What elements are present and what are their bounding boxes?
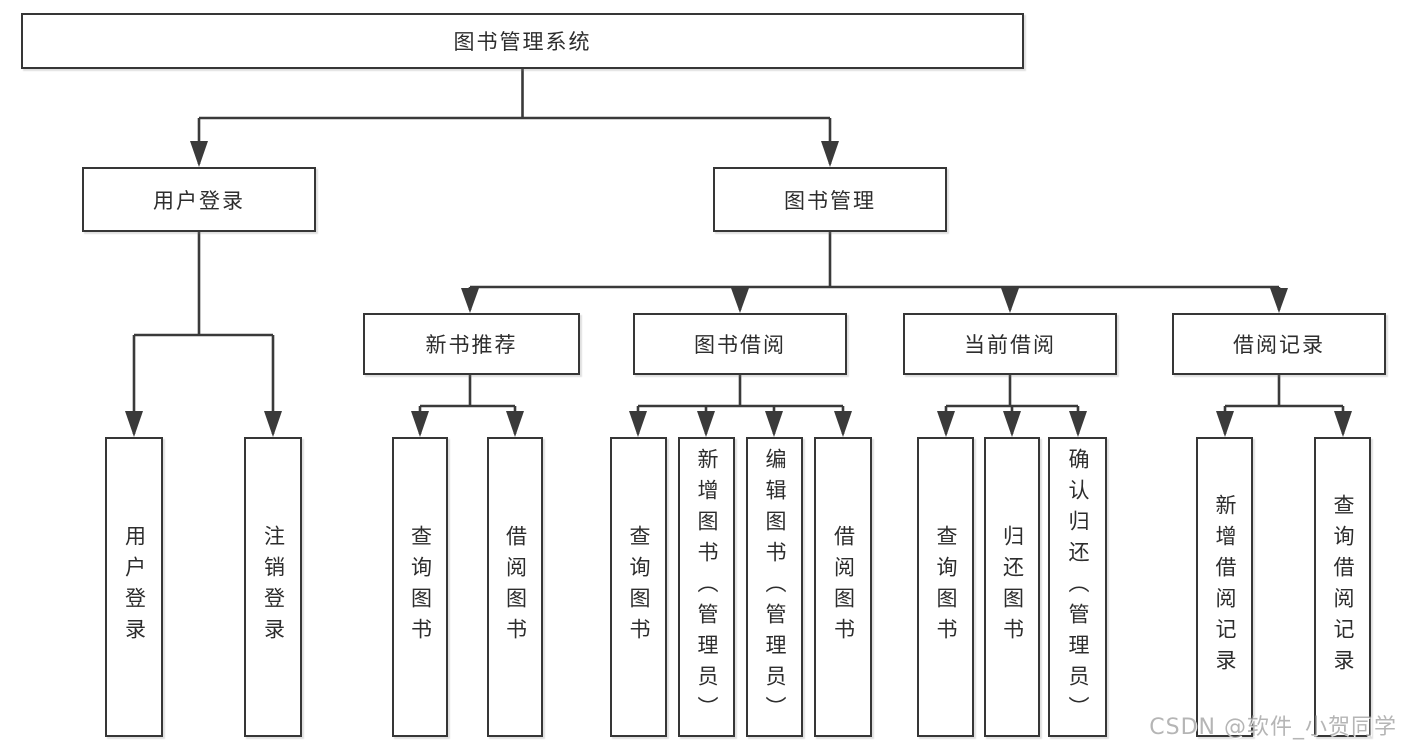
node-current-borrow: 当前借阅 — [903, 313, 1117, 375]
leaf-query-books-2: 查询图书 — [610, 437, 667, 737]
arrowhead — [461, 288, 479, 313]
arrowhead — [1001, 288, 1019, 313]
arrowhead — [629, 411, 647, 437]
leaf-borrow-books-2: 借阅图书 — [814, 437, 872, 737]
connector-book-mgmt — [468, 232, 1281, 310]
arrowhead — [125, 411, 143, 437]
leaf-query-borrow-record: 查询借阅记录 — [1314, 437, 1371, 737]
leaf-logout: 注销登录 — [244, 437, 302, 737]
arrowhead — [506, 411, 524, 437]
arrowhead — [1069, 411, 1087, 437]
leaf-add-borrow-record: 新增借阅记录 — [1196, 437, 1253, 737]
connector-book-borrow — [636, 375, 845, 434]
node-system-root: 图书管理系统 — [21, 13, 1024, 69]
leaf-user-login: 用户登录 — [105, 437, 163, 737]
connector-new-books — [418, 375, 517, 434]
leaf-edit-books-admin: 编辑图书（管理员） — [746, 437, 803, 737]
leaf-query-books-3: 查询图书 — [917, 437, 974, 737]
arrowhead — [834, 411, 852, 437]
arrowhead — [1003, 411, 1021, 437]
arrowhead — [190, 141, 208, 167]
arrowhead — [697, 411, 715, 437]
arrowhead — [765, 411, 783, 437]
arrowhead — [264, 411, 282, 437]
connector-root — [197, 69, 832, 164]
arrowhead — [1334, 411, 1352, 437]
node-user-login: 用户登录 — [82, 167, 316, 232]
leaf-confirm-return-admin: 确认归还（管理员） — [1048, 437, 1107, 737]
leaf-return-books: 归还图书 — [984, 437, 1040, 737]
arrowhead — [731, 288, 749, 313]
arrowhead — [937, 411, 955, 437]
arrowhead — [411, 411, 429, 437]
leaf-add-books-admin: 新增图书（管理员） — [678, 437, 735, 737]
arrowhead — [1216, 411, 1234, 437]
node-book-borrow: 图书借阅 — [633, 313, 847, 375]
arrowhead — [1270, 288, 1288, 313]
leaf-borrow-books-1: 借阅图书 — [487, 437, 543, 737]
node-borrow-records: 借阅记录 — [1172, 313, 1386, 375]
arrowhead — [821, 141, 839, 167]
connector-borrow-records — [1223, 375, 1345, 434]
node-book-management: 图书管理 — [713, 167, 947, 232]
leaf-query-books-1: 查询图书 — [392, 437, 448, 737]
connector-user-login — [132, 232, 275, 434]
node-new-book-recommend: 新书推荐 — [363, 313, 580, 375]
